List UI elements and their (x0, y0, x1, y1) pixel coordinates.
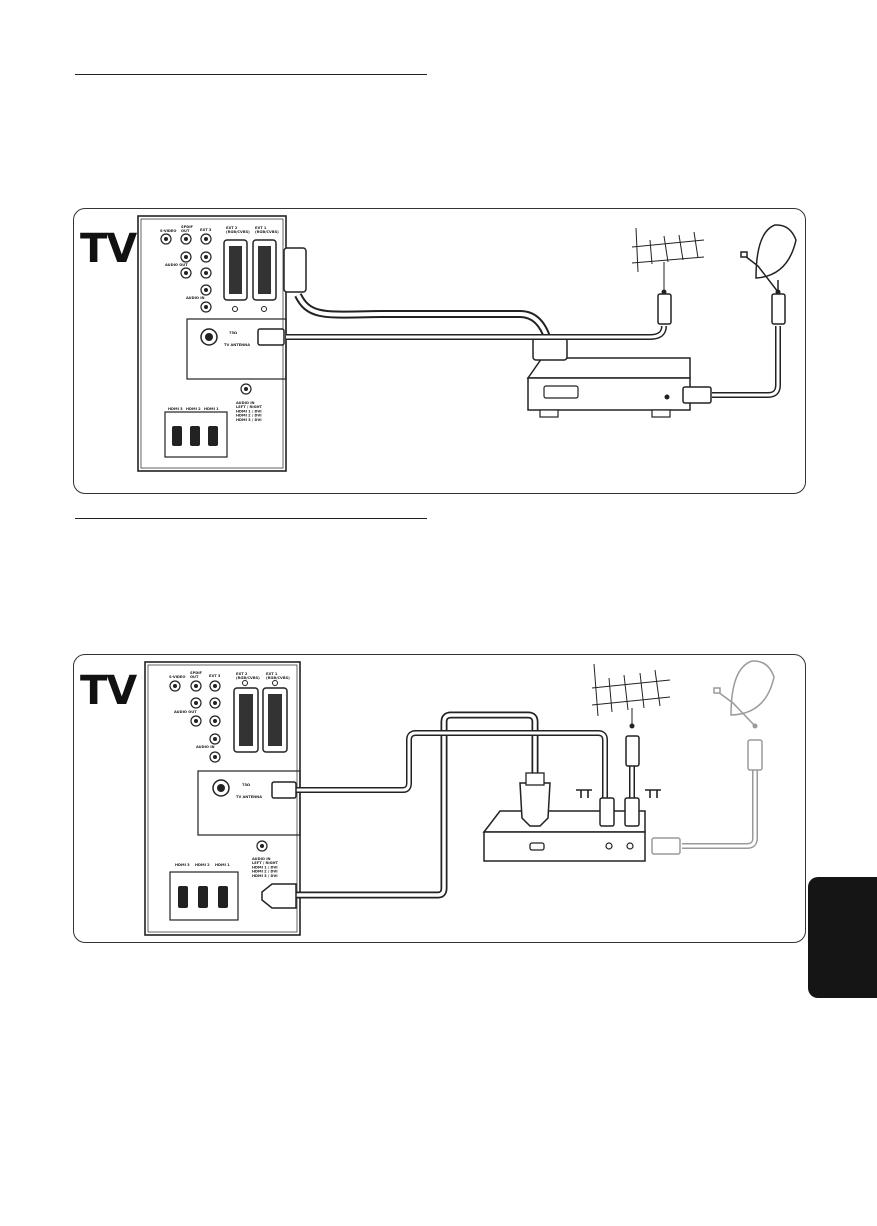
tv-label-1: TV (80, 226, 137, 272)
label-ext3-2: EXT 3 (209, 674, 221, 678)
section-rule-1 (75, 74, 427, 75)
label-antenna-2: TV ANTENNA (236, 795, 262, 799)
label-audio-out-1: AUDIO OUT (165, 263, 188, 267)
language-tab (808, 877, 877, 998)
label-audio-in-small-1: AUDIO IN (186, 296, 205, 300)
label-ext2-1: EXT 2(RGB/CVBS) (226, 226, 250, 234)
label-hdmi3-2: HDMI 3 (175, 863, 190, 867)
label-hdmi2-1: HDMI 2 (186, 407, 201, 411)
antenna-icon-2 (591, 663, 671, 726)
label-svideo-1: S-VIDEO (160, 229, 176, 233)
satellite-cable-2 (682, 770, 758, 849)
receiver-box-2 (482, 810, 646, 862)
label-hdmi1-2: HDMI 1 (215, 863, 230, 867)
antenna-icon-1 (631, 227, 705, 292)
satellite-dish-icon-1 (740, 224, 797, 293)
label-hdmi2-2: HDMI 2 (195, 863, 210, 867)
label-antenna-1: TV ANTENNA (224, 343, 250, 347)
antenna-cable-tv-2 (296, 730, 608, 800)
label-hdmi3-1: HDMI 3 (168, 407, 183, 411)
satellite-dish-icon-2 (713, 660, 775, 727)
label-ext1-1: EXT 1(RGB/CVBS) (255, 226, 279, 234)
antenna-cable-1 (286, 325, 667, 340)
scart-plug-tv-1 (283, 247, 307, 293)
receiver-box-1 (526, 357, 691, 418)
label-ext2-2: EXT 2(RGB/CVBS) (236, 672, 260, 680)
section-rule-2 (75, 518, 427, 519)
label-hdmi1-1: HDMI 1 (204, 407, 219, 411)
label-ext1-2: EXT 1(RGB/CVBS) (266, 672, 290, 680)
hdmi-cable-2 (290, 711, 539, 899)
rf-symbol-icon (576, 789, 661, 798)
label-antenna-ohm-1: 75Ω (229, 331, 237, 335)
scart-cable-1 (294, 293, 552, 342)
tv-rear-panel-1 (137, 215, 287, 472)
tv-label-2: TV (80, 668, 137, 714)
label-ext3-1: EXT 3 (200, 228, 212, 232)
label-audio-out-2: AUDIO OUT (174, 710, 197, 714)
label-antenna-ohm-2: 75Ω (242, 783, 250, 787)
satellite-cable-1 (712, 326, 781, 398)
label-svideo-2: S-VIDEO (169, 675, 185, 679)
label-audio-in-small-2: AUDIO IN (196, 745, 215, 749)
